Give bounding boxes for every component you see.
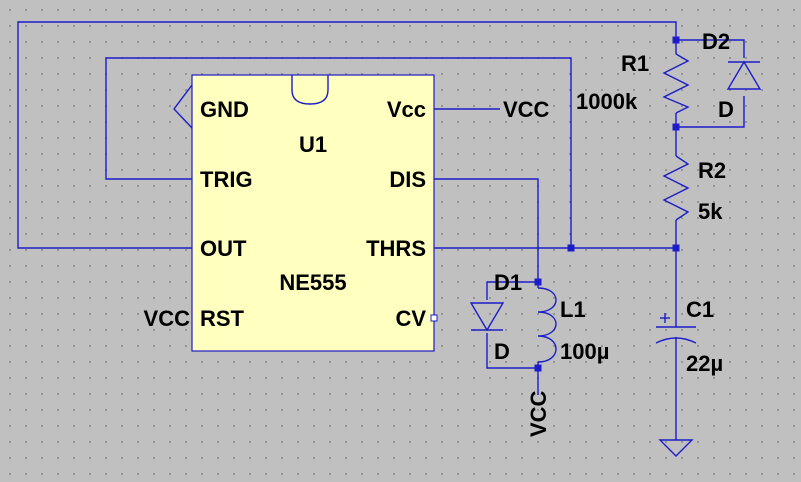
wires xyxy=(17,21,745,440)
ic-part-label: NE555 xyxy=(279,270,346,295)
pin-label-vcc: Vcc xyxy=(387,97,426,122)
wire-dis xyxy=(434,178,539,282)
junctions xyxy=(430,36,680,372)
pin-label-cv: CV xyxy=(395,306,426,331)
r2-ref: R2 xyxy=(698,158,726,183)
capacitor-c1[interactable] xyxy=(655,313,697,344)
wire-trig-loop xyxy=(105,57,572,248)
wire-d2-top xyxy=(676,39,745,58)
junction-cap xyxy=(672,244,680,252)
junction-d1-bottom xyxy=(534,364,542,372)
r1-value: 1000k xyxy=(576,89,638,114)
wire-gnd-stub xyxy=(173,84,193,129)
c1-value: 22µ xyxy=(686,351,723,376)
cap-plate-bottom xyxy=(655,337,697,344)
resistor-r1[interactable] xyxy=(662,53,690,114)
wire-d2-bottom xyxy=(676,96,745,128)
wire-d1-bottom xyxy=(486,333,538,369)
d1-value: D xyxy=(494,339,510,364)
junction-r1-bottom xyxy=(672,123,680,131)
ground-symbol xyxy=(658,439,694,457)
d2-ref: D2 xyxy=(702,29,730,54)
diode-d1[interactable] xyxy=(469,302,505,332)
cv-pin-open xyxy=(430,314,438,322)
c1-ref: C1 xyxy=(686,297,714,322)
r2-value: 5k xyxy=(698,199,723,224)
pin-label-rst: RST xyxy=(200,306,245,331)
junction-r1-top xyxy=(672,36,680,44)
ground-triangle xyxy=(658,439,694,457)
pin-label-dis: DIS xyxy=(389,167,426,192)
diode-d2[interactable] xyxy=(726,60,762,90)
pin-label-out: OUT xyxy=(200,236,247,261)
ne555-chip[interactable] xyxy=(191,74,435,352)
wire-d1-top xyxy=(486,281,538,300)
pin-label-thrs: THRS xyxy=(366,236,426,261)
l1-ref: L1 xyxy=(560,297,586,322)
net-label-vcc-rst: VCC xyxy=(144,306,191,331)
pin-label-gnd: GND xyxy=(200,97,249,122)
chip-notch xyxy=(291,75,329,105)
junction-d1-top xyxy=(534,278,542,286)
diode-d2-triangle xyxy=(726,60,762,90)
d2-value: D xyxy=(718,97,734,122)
net-label-vcc-right: VCC xyxy=(503,97,550,122)
wire-out-loop xyxy=(17,21,677,249)
ic-ref-label: U1 xyxy=(299,132,327,157)
chip-body xyxy=(191,74,435,352)
r1-ref: R1 xyxy=(621,51,649,76)
pin-label-trig: TRIG xyxy=(200,167,253,192)
inductor-l1[interactable] xyxy=(537,287,557,363)
diode-d1-triangle xyxy=(469,302,505,332)
net-label-vcc-bottom: VCC xyxy=(526,390,551,437)
d1-ref: D1 xyxy=(494,270,522,295)
junction-thrs xyxy=(567,244,575,252)
l1-value: 100µ xyxy=(560,339,609,364)
resistor-r2[interactable] xyxy=(662,155,690,221)
